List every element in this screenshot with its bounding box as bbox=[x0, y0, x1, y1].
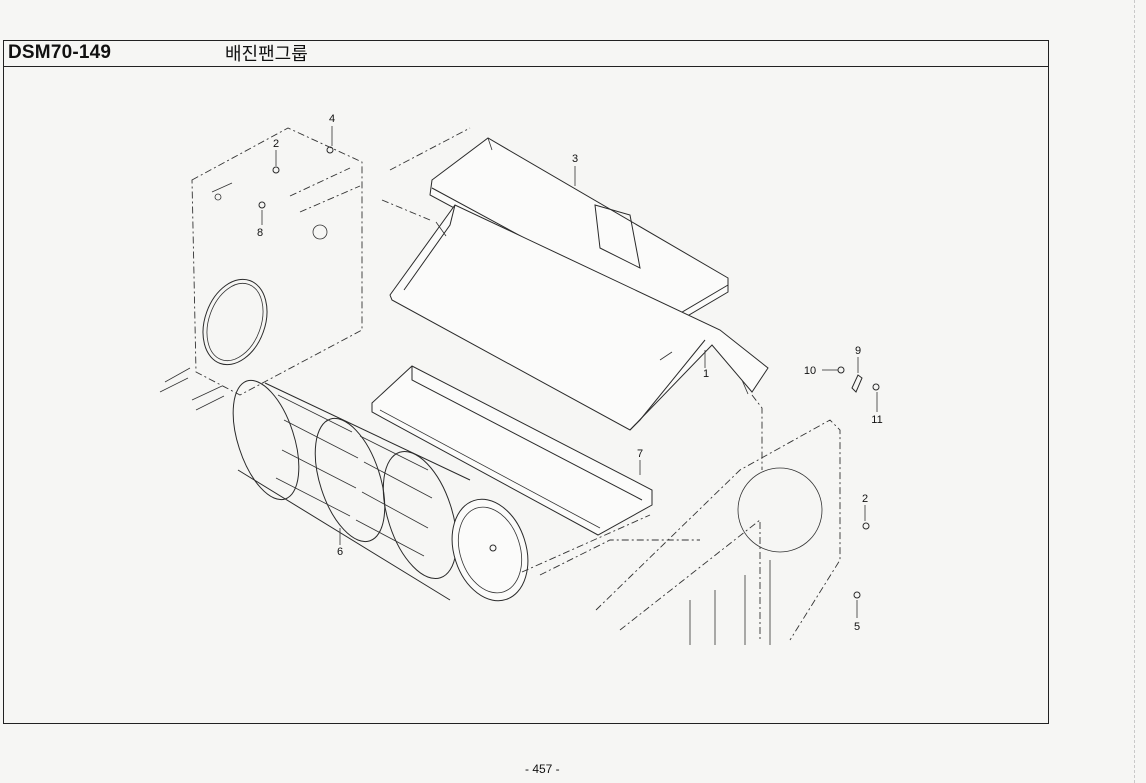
callout-3: 3 bbox=[572, 153, 578, 165]
callout-10: 10 bbox=[804, 365, 816, 377]
page-number: - 457 - bbox=[525, 762, 560, 776]
screw-8 bbox=[258, 201, 266, 209]
model-code: DSM70-149 bbox=[8, 42, 112, 63]
screw-5 bbox=[853, 591, 861, 599]
screw-11 bbox=[872, 383, 880, 391]
cross-flow-fan bbox=[232, 379, 529, 602]
callout-2a: 2 bbox=[273, 138, 279, 150]
scroll-plate bbox=[389, 204, 769, 431]
washer-10 bbox=[837, 366, 845, 374]
header-divider bbox=[3, 66, 1049, 67]
callout-8: 8 bbox=[257, 227, 263, 239]
callout-2b: 2 bbox=[862, 493, 868, 505]
callout-4: 4 bbox=[329, 113, 335, 125]
screw-2a bbox=[272, 166, 280, 174]
screw-4 bbox=[326, 146, 334, 154]
callout-11: 11 bbox=[871, 414, 882, 426]
hardware bbox=[258, 146, 880, 599]
scan-edge bbox=[1134, 0, 1135, 783]
callout-6: 6 bbox=[337, 546, 343, 558]
main-frame-section bbox=[521, 394, 841, 645]
screw-2b bbox=[862, 522, 870, 530]
group-title: 배진팬그룹 bbox=[225, 44, 308, 65]
leader-lines bbox=[261, 126, 878, 618]
callout-9: 9 bbox=[855, 345, 861, 357]
callout-5: 5 bbox=[854, 621, 860, 633]
clip-9 bbox=[851, 374, 863, 393]
callout-1: 1 bbox=[703, 368, 709, 380]
callout-7: 7 bbox=[637, 448, 643, 460]
side-bracket-plate bbox=[159, 127, 471, 411]
guide-plate bbox=[371, 365, 653, 536]
drawing-frame bbox=[3, 40, 1049, 724]
